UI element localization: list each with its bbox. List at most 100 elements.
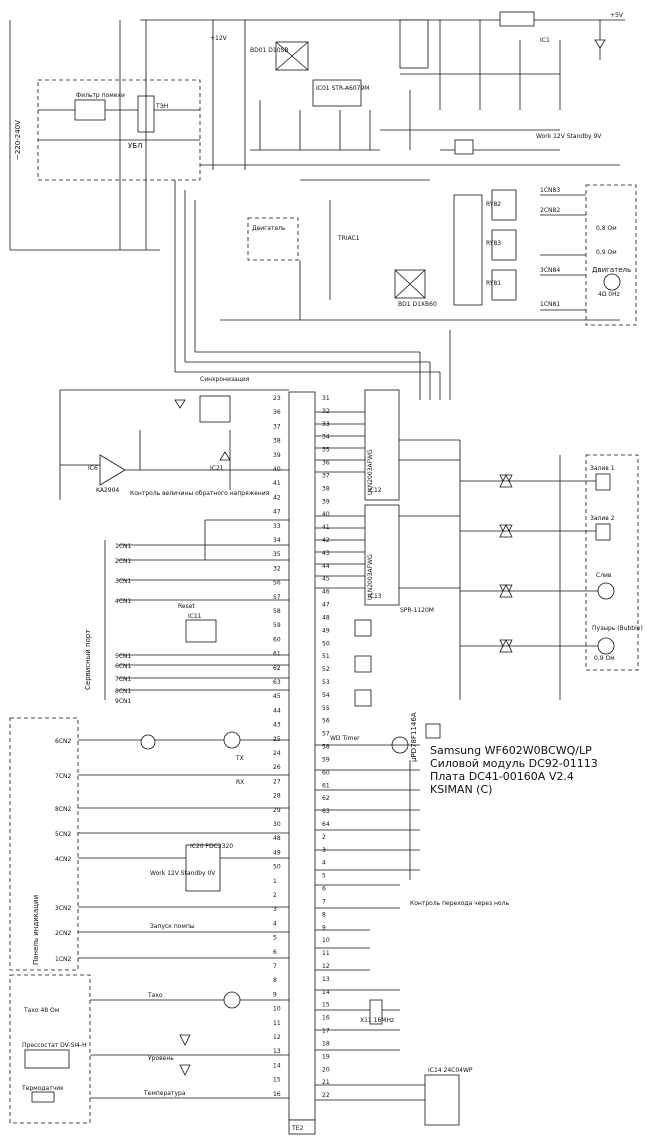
- analog-section: [59, 389, 289, 500]
- ic-pin-left: 62: [273, 665, 281, 672]
- service-connector-label: 5CN1: [115, 653, 131, 660]
- drain-label: Слив: [596, 572, 612, 579]
- presso-label: Прессостат DV-SI4-H: [22, 1042, 87, 1049]
- ic-pin-left: 58: [273, 608, 281, 615]
- service-label: Сервисный порт: [84, 630, 92, 690]
- ic-pin-right: 32: [322, 408, 330, 415]
- ic-pin-right: 54: [322, 692, 330, 699]
- ic-pin-right: 59: [322, 756, 330, 763]
- work-label: Work 12V Standby 9V: [536, 133, 602, 140]
- ic-pin-right: 52: [322, 666, 330, 673]
- ic-pin-right: 13: [322, 976, 330, 983]
- ic-pin-right: 12: [322, 963, 330, 970]
- ic6-label: IC6: [88, 465, 98, 472]
- motor-label: Двигатель: [592, 266, 631, 274]
- service-connector-label: 8CN1: [115, 688, 131, 695]
- ic-pin-left: 48: [273, 835, 281, 842]
- ic-pin-right: 44: [322, 563, 330, 570]
- motor-block: [220, 179, 637, 326]
- info-line4: KSIMAN (C): [430, 783, 493, 796]
- sync-label: Синхронизация: [200, 376, 250, 383]
- ic-pin-right: 48: [322, 614, 330, 621]
- ic-pin-left: 57: [273, 594, 281, 601]
- cn84-label: 3CN84: [540, 267, 560, 274]
- ic-pin-right: 46: [322, 589, 330, 596]
- info-line2: Силовой модуль DC92-01113: [430, 757, 598, 770]
- tx-label: TX: [235, 755, 244, 762]
- ic-pin-left: 40: [273, 466, 281, 473]
- ic-pin-left: 16: [273, 1091, 281, 1098]
- ic-pin-left: 3: [273, 906, 277, 913]
- ic-pin-right: 50: [322, 640, 330, 647]
- cn83-label: 1CN83: [540, 187, 560, 194]
- bus-lines: [174, 180, 451, 400]
- service-port: [104, 519, 289, 700]
- wd-label: WD Timer: [330, 735, 360, 742]
- valve1-label: Залив 1: [590, 465, 615, 472]
- ic-pin-left: 56: [273, 580, 281, 587]
- ic-pin-left: 36: [273, 409, 281, 416]
- ic-pin-left: 63: [273, 679, 281, 686]
- tsn-label: ТЭН: [155, 103, 168, 110]
- ic-pin-left: 47: [273, 509, 281, 516]
- ic20-label: IC20 FDC3320: [190, 843, 233, 850]
- work2-label: Work 12V Standby 0V: [150, 870, 216, 877]
- ic-pin-right: 40: [322, 511, 330, 518]
- ic-pin-right: 18: [322, 1040, 330, 1047]
- ic-pin-left: 26: [273, 764, 281, 771]
- ic-pin-right: 51: [322, 653, 330, 660]
- ic-pin-right: 56: [322, 718, 330, 725]
- ic-pin-left: 5: [273, 935, 277, 942]
- ic-pin-right: 20: [322, 1066, 330, 1073]
- ic-pin-left: 28: [273, 793, 281, 800]
- ic-pin-right: 22: [322, 1092, 330, 1099]
- ic-pin-right: 34: [322, 434, 330, 441]
- feedback-label: Контроль величины обратного напряжения: [130, 490, 270, 497]
- ic6p-label: KA2904: [96, 487, 119, 494]
- ic-pin-left: 39: [273, 452, 281, 459]
- ohm4-label: 0,9 Ом: [594, 655, 615, 662]
- ic-pin-left: 35: [273, 551, 281, 558]
- ic-pin-right: 9: [322, 924, 326, 931]
- ic01-label: IC01 STR-A6079M: [316, 85, 369, 92]
- ic-pin-right: 60: [322, 769, 330, 776]
- panel-connector-label: 6CN2: [55, 738, 71, 745]
- panel-connector-label: 7CN2: [55, 773, 71, 780]
- ic-pin-right: 39: [322, 498, 330, 505]
- ic-pin-right: 42: [322, 537, 330, 544]
- triac-section: [459, 440, 639, 700]
- service-connector-label: 6CN1: [115, 663, 131, 670]
- ic-pin-left: 27: [273, 778, 281, 785]
- thermo-label: Термодатчик: [21, 1085, 64, 1092]
- ic-pin-left: 33: [273, 523, 281, 530]
- ic21-label: IC21: [210, 465, 224, 472]
- ohm1-label: 0,8 Ом: [596, 225, 617, 232]
- ic-pins-left: 2336373839404142473334353256575859606162…: [273, 395, 281, 1098]
- ic-pin-right: 33: [322, 421, 330, 428]
- ic-pin-left: 34: [273, 537, 281, 544]
- panel-connector-label: 2CN2: [55, 930, 71, 937]
- ry82-label: RY82: [486, 201, 501, 208]
- ic-pin-right: 62: [322, 795, 330, 802]
- motor-block-label: Двигатель: [252, 225, 286, 232]
- ic-pin-right: 41: [322, 524, 330, 531]
- ic-pin-left: 15: [273, 1077, 281, 1084]
- ic-pin-right: 8: [322, 911, 326, 918]
- info-note: Samsung WF602W0BCWQ/LP Силовой модуль DC…: [430, 744, 598, 796]
- ic-pin-left: 49: [273, 849, 281, 856]
- level-label: Уровень: [148, 1055, 174, 1062]
- ic-pin-left: 1: [273, 878, 277, 885]
- ic-pin-left: 50: [273, 864, 281, 871]
- tacho2-label: Тахо: [147, 992, 163, 999]
- bd1-label: BD1 D1XB60: [398, 301, 437, 308]
- panel-connector-label: 4CN2: [55, 856, 71, 863]
- ic-pin-right: 57: [322, 731, 330, 738]
- ic-pin-left: 4: [273, 920, 277, 927]
- ic-pin-left: 23: [273, 395, 281, 402]
- ic-pin-left: 37: [273, 423, 281, 430]
- ic-pin-left: 32: [273, 565, 281, 572]
- ic-pin-right: 38: [322, 485, 330, 492]
- ic12n-label: IC12: [368, 487, 382, 494]
- panel-block: [9, 717, 289, 971]
- ic-pin-left: 7: [273, 963, 277, 970]
